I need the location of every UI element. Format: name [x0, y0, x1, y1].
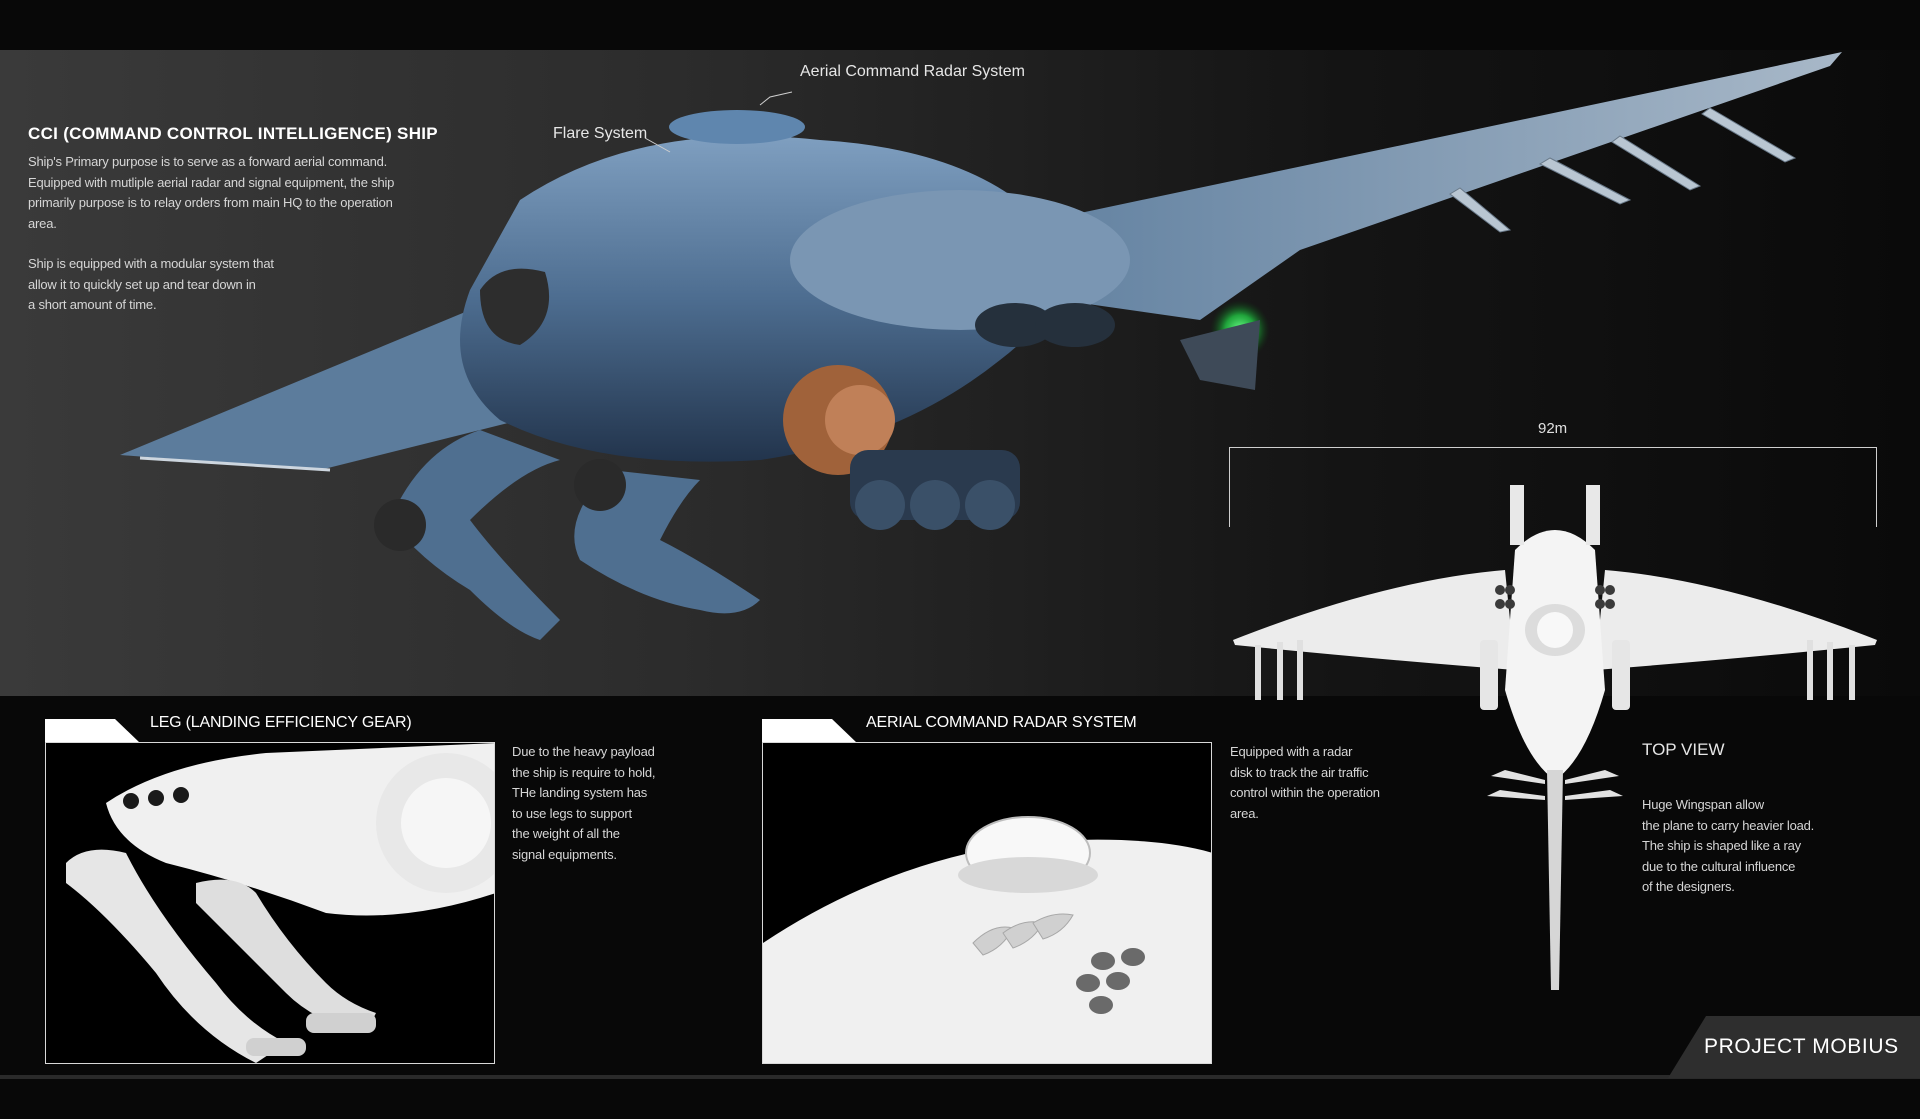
cockpit [480, 268, 550, 345]
callout-flare: Flare System [553, 125, 648, 142]
front-leg [390, 430, 560, 640]
leg-render [46, 743, 494, 1063]
left-wing [120, 310, 520, 470]
leg-panel-image [45, 742, 495, 1064]
radar-panel-title: AERIAL COMMAND RADAR SYSTEM [866, 714, 1137, 731]
wing-fin [1538, 157, 1632, 205]
radar-panel-image [762, 742, 1212, 1064]
bottom-rule [0, 1075, 1920, 1079]
ship-render [120, 52, 1842, 640]
leg-description: Due to the heavy payload the ship is req… [512, 744, 656, 862]
radar-render [763, 743, 1211, 1063]
top-view-description: Huge Wingspan allow the plane to carry h… [1642, 797, 1815, 894]
dimension-label: 92m [1538, 420, 1568, 437]
leg-panel-title: LEG (LANDING EFFICIENCY GEAR) [150, 714, 412, 731]
engine-pod [790, 190, 1130, 330]
wing-fin [1611, 135, 1702, 191]
top-view-label: TOP VIEW [1642, 740, 1725, 759]
radar-description: Equipped with a radar disk to track the … [1230, 744, 1380, 821]
project-badge [1668, 1016, 1920, 1078]
rear-leg [574, 470, 760, 614]
callout-radar: Aerial Command Radar System [800, 63, 1025, 80]
page-title: CCI (COMMAND CONTROL INTELLIGENCE) SHIP [28, 124, 438, 143]
radar-dome [669, 110, 805, 144]
ship-description: Ship's Primary purpose is to serve as a … [28, 154, 395, 231]
right-wing [1000, 52, 1842, 320]
wing-fin [1701, 107, 1797, 163]
modular-description: Ship is equipped with a modular system t… [28, 256, 274, 312]
dimension-bracket [1229, 447, 1877, 527]
top-view-render [1233, 485, 1877, 990]
project-label: PROJECT MOBIUS [1704, 1035, 1899, 1058]
wing-fin [1449, 187, 1512, 233]
